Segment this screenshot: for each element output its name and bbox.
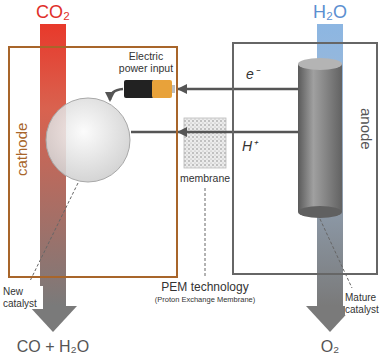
reactant-label: H₂O xyxy=(313,2,347,23)
technology-label: PEM technology xyxy=(161,281,248,295)
reactant-label: CO₂ xyxy=(36,2,70,23)
electron-path xyxy=(233,88,298,91)
cylinder-bottom xyxy=(298,206,342,218)
power-label: Electric power input xyxy=(116,50,176,74)
proton-path xyxy=(233,131,298,134)
electrode-label: anode xyxy=(358,108,375,150)
leader-line xyxy=(320,219,352,288)
new-catalyst-circle xyxy=(46,98,130,182)
battery-cap xyxy=(152,80,172,98)
leader-line xyxy=(205,188,206,277)
proton-label: H⁺ xyxy=(242,138,257,154)
electrode-label: cathode xyxy=(14,123,31,176)
membrane-sheet xyxy=(184,118,226,168)
catalyst-label: Mature catalyst xyxy=(345,292,385,315)
electron-label: e⁻ xyxy=(246,66,259,82)
electron-path xyxy=(110,89,123,100)
mature-catalyst-cylinder xyxy=(298,64,342,212)
cylinder-top xyxy=(298,58,342,70)
electron-arrow xyxy=(178,88,232,91)
product-label: CO + H₂O xyxy=(17,338,89,356)
catalyst-label: New catalyst xyxy=(3,286,43,309)
leader-line xyxy=(30,183,78,281)
technology-note: (Proton Exchange Membrane) xyxy=(155,296,255,305)
proton-arrow xyxy=(178,131,232,134)
co2-flow-arrowhead xyxy=(29,306,77,332)
battery-terminal xyxy=(172,85,175,93)
cathode-box: cathode xyxy=(8,46,178,278)
membrane-label: membrane xyxy=(180,172,230,184)
proton-path xyxy=(131,131,177,134)
product-label: O₂ xyxy=(321,338,340,356)
battery-body xyxy=(124,80,154,98)
